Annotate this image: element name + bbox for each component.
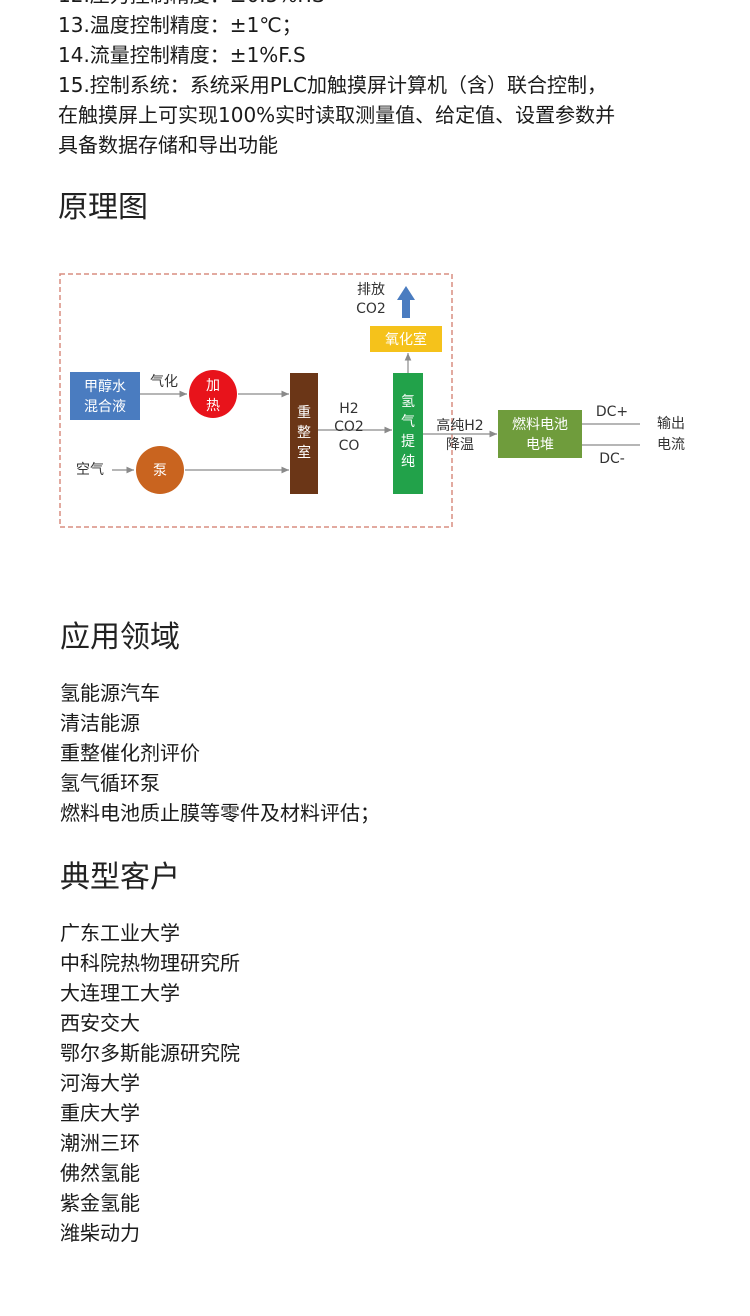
purify-label-4: 纯 bbox=[401, 454, 415, 470]
output-label-2: 电流 bbox=[657, 437, 685, 453]
spec-item: 在触摸屏上可实现100%实时读取测量值、给定值、设置参数并 bbox=[58, 103, 616, 127]
heat-circle bbox=[189, 370, 237, 418]
heat-label-2: 热 bbox=[206, 398, 220, 414]
list-item: 西安交大 bbox=[60, 1011, 140, 1035]
purify-label-1: 氢 bbox=[401, 394, 415, 410]
reformer-label-2: 整 bbox=[297, 425, 311, 441]
applications-list: 氢能源汽车 清洁能源 重整催化剂评价 氢气循环泵 燃料电池质止膜等零件及材料评估… bbox=[60, 678, 680, 828]
dc-plus-label: DC+ bbox=[596, 404, 628, 420]
list-item: 重整催化剂评价 bbox=[60, 741, 200, 765]
vent-label-2: CO2 bbox=[356, 301, 386, 317]
fuel-cell-stack-box bbox=[498, 410, 582, 458]
hp-label-2: 降温 bbox=[446, 437, 474, 453]
vaporize-label: 气化 bbox=[150, 374, 178, 390]
dashed-boundary bbox=[59, 273, 453, 528]
reformer-label-1: 重 bbox=[297, 405, 311, 421]
list-item: 清洁能源 bbox=[60, 711, 140, 735]
oxidation-label: 氧化室 bbox=[385, 331, 427, 348]
reformer-label-3: 室 bbox=[297, 444, 311, 461]
oxidation-box bbox=[370, 326, 442, 352]
list-item: 氢能源汽车 bbox=[60, 681, 160, 705]
hp-label-1: 高纯H2 bbox=[436, 417, 483, 434]
output-label-1: 输出 bbox=[657, 416, 685, 432]
spec-item: 15.控制系统：系统采用PLC加触摸屏计算机（含）联合控制， bbox=[58, 73, 607, 97]
spec-item: 13.温度控制精度：±1℃； bbox=[58, 13, 302, 37]
spec-item: 14.流量控制精度：±1%F.S bbox=[58, 43, 306, 67]
list-item: 重庆大学 bbox=[60, 1101, 140, 1125]
spec-list: 12.压力控制精度：±0.5%F.S 13.温度控制精度：±1℃； 14.流量控… bbox=[58, 0, 718, 160]
list-item: 潮洲三环 bbox=[60, 1131, 140, 1155]
purify-label-3: 提 bbox=[401, 434, 415, 450]
dc-minus-label: DC- bbox=[599, 451, 625, 467]
vent-arrow-icon bbox=[397, 286, 415, 318]
air-label: 空气 bbox=[76, 462, 104, 478]
list-item: 中科院热物理研究所 bbox=[60, 951, 240, 975]
methanol-label-2: 混合液 bbox=[84, 399, 126, 415]
list-item: 大连理工大学 bbox=[60, 981, 180, 1005]
applications-title: 应用领域 bbox=[60, 620, 180, 655]
methanol-box bbox=[70, 372, 140, 420]
vent-label-1: 排放 bbox=[357, 282, 385, 298]
diagram-title: 原理图 bbox=[58, 190, 148, 225]
spec-item: 12.压力控制精度：±0.5%F.S bbox=[58, 0, 718, 10]
pump-circle bbox=[136, 446, 184, 494]
list-item: 鄂尔多斯能源研究院 bbox=[60, 1041, 240, 1065]
gas-co2-label: CO2 bbox=[334, 419, 364, 435]
methanol-label-1: 甲醇水 bbox=[84, 378, 126, 395]
customers-list: 广东工业大学 中科院热物理研究所 大连理工大学 西安交大 鄂尔多斯能源研究院 河… bbox=[60, 918, 680, 1248]
list-item: 潍柴动力 bbox=[60, 1221, 140, 1245]
customers-title: 典型客户 bbox=[60, 860, 180, 895]
reformer-box bbox=[290, 373, 318, 494]
purify-box bbox=[393, 373, 423, 494]
list-item: 氢气循环泵 bbox=[60, 771, 160, 795]
list-item: 紫金氢能 bbox=[60, 1191, 140, 1215]
gas-co-label: CO bbox=[339, 438, 360, 454]
stack-label-1: 燃料电池 bbox=[512, 416, 568, 433]
list-item: 河海大学 bbox=[60, 1071, 140, 1095]
schematic-diagram: 甲醇水 混合液 气化 加 热 空气 泵 重 整 室 H2 CO2 CO 氢 气 … bbox=[59, 273, 685, 528]
heat-label-1: 加 bbox=[206, 378, 220, 394]
gas-h2-label: H2 bbox=[339, 401, 358, 417]
spec-item: 具备数据存储和导出功能 bbox=[58, 133, 278, 157]
purify-label-2: 气 bbox=[401, 414, 415, 430]
list-item: 佛然氢能 bbox=[60, 1161, 140, 1185]
pump-label: 泵 bbox=[153, 463, 167, 479]
list-item: 燃料电池质止膜等零件及材料评估； bbox=[60, 801, 380, 825]
stack-label-2: 电堆 bbox=[526, 437, 554, 453]
list-item: 广东工业大学 bbox=[60, 921, 180, 945]
